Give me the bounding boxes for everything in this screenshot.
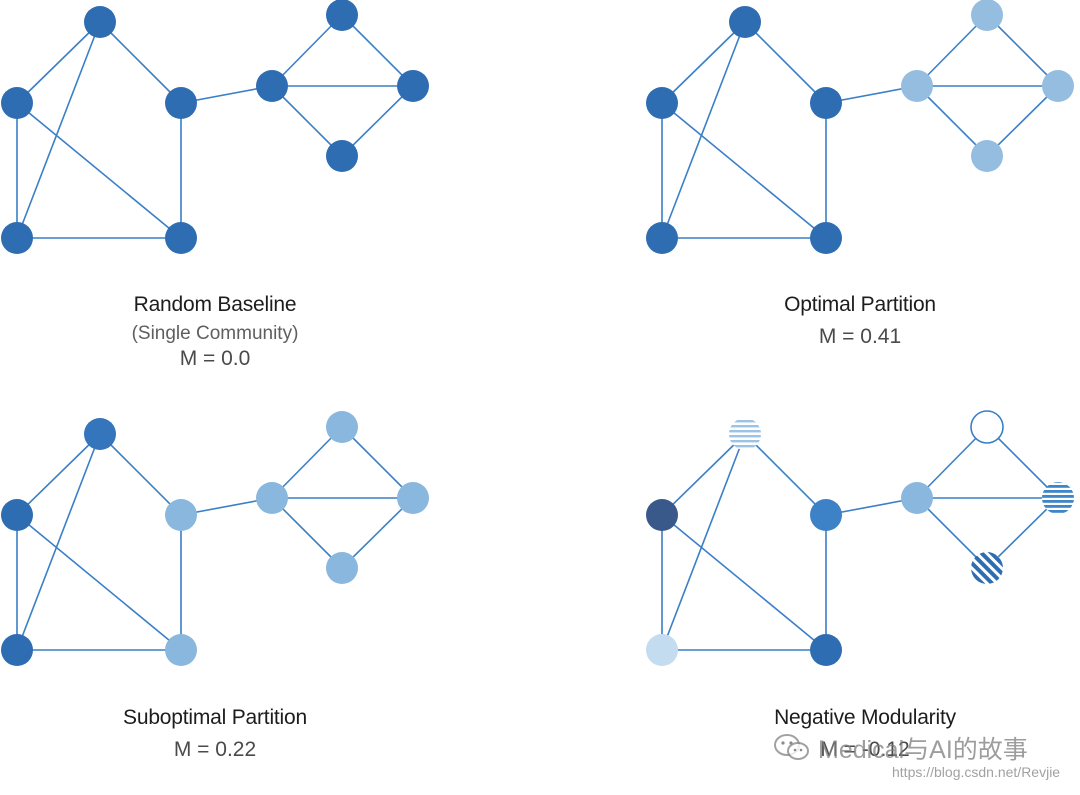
node-hub (901, 482, 933, 514)
network-edge (16, 433, 101, 516)
node-diamond-bottom (326, 140, 358, 172)
node-right-bottom (810, 634, 842, 666)
node-left-top (646, 87, 678, 119)
network-edge (986, 14, 1059, 87)
panel-title: Suboptimal Partition (123, 706, 307, 729)
network-edge (271, 14, 343, 87)
panel-title: Random Baseline (133, 293, 297, 316)
network-edge (661, 433, 746, 516)
network-edge (271, 426, 343, 499)
network-edge (16, 102, 182, 239)
network-edge (271, 497, 343, 569)
network-edge (744, 21, 827, 104)
watermark-url: https://blog.csdn.net/Revjie (892, 764, 1061, 780)
node-diamond-top (326, 411, 358, 443)
network-edge (99, 21, 182, 104)
network-panel-1 (1, 0, 429, 254)
modularity-value: M = -0.12 (820, 738, 910, 761)
network-panel-2 (646, 0, 1074, 254)
network-edge (16, 21, 101, 104)
modularity-value: M = 0.22 (173, 738, 257, 761)
caption-suboptimal-partition: Suboptimal Partition M = 0.22 (35, 706, 395, 762)
node-hub (256, 482, 288, 514)
caption-negative-modularity: Negative Modularity M = -0.12 (685, 706, 1045, 762)
node-hub (256, 70, 288, 102)
network-edge (271, 85, 343, 157)
network-edge (661, 21, 746, 104)
node-diamond-right (1042, 482, 1074, 514)
node-diamond-top (326, 0, 358, 31)
panel-subtitle: (Single Community) (131, 323, 299, 344)
caption-optimal-partition: Optimal Partition M = 0.41 (680, 293, 1040, 349)
modularity-value: M = 0.0 (179, 347, 251, 370)
modularity-value: M = 0.41 (818, 325, 902, 348)
wechat-icon (774, 734, 809, 760)
network-edge (16, 514, 182, 651)
node-right-bottom (165, 222, 197, 254)
network-edge (99, 433, 182, 516)
network-edge (661, 433, 746, 651)
network-edge (661, 21, 746, 239)
node-left-bottom (1, 222, 33, 254)
network-edge (16, 433, 101, 651)
node-diamond-right (397, 482, 429, 514)
node-peak (729, 418, 761, 450)
node-left-top (1, 499, 33, 531)
network-edge (916, 497, 988, 569)
node-right-mid (810, 87, 842, 119)
network-panel-4 (646, 410, 1074, 666)
node-diamond-bottom (971, 552, 1003, 584)
network-edge (744, 433, 827, 516)
node-diamond-bottom (971, 140, 1003, 172)
node-right-mid (810, 499, 842, 531)
node-peak (84, 6, 116, 38)
caption-random-baseline: Random Baseline (Single Community) M = 0… (35, 293, 395, 371)
network-edge (661, 514, 827, 651)
node-left-bottom (646, 222, 678, 254)
node-hub (901, 70, 933, 102)
network-edge (341, 426, 414, 499)
network-edge (661, 102, 827, 239)
panel-title: Negative Modularity (774, 706, 956, 729)
network-edge (986, 85, 1059, 157)
network-edge (916, 14, 988, 87)
node-diamond-top (971, 0, 1003, 31)
node-diamond-top (970, 410, 1004, 444)
node-left-top (1, 87, 33, 119)
network-edge (986, 497, 1059, 569)
node-left-bottom (646, 634, 678, 666)
node-left-bottom (1, 634, 33, 666)
node-right-bottom (165, 634, 197, 666)
node-right-bottom (810, 222, 842, 254)
watermark-text: Medical与AI的故事 (818, 736, 1028, 764)
network-edge (16, 21, 101, 239)
node-peak (84, 418, 116, 450)
node-diamond-right (397, 70, 429, 102)
node-diamond-bottom (326, 552, 358, 584)
network-edge (916, 85, 988, 157)
network-edge (341, 85, 414, 157)
network-panel-3 (1, 411, 429, 666)
node-left-top (646, 499, 678, 531)
node-diamond-right (1042, 70, 1074, 102)
node-peak (729, 6, 761, 38)
node-right-mid (165, 87, 197, 119)
network-edge (341, 14, 414, 87)
panel-title: Optimal Partition (784, 293, 936, 316)
node-right-mid (165, 499, 197, 531)
watermark: Medical与AI的故事 https://blog.csdn.net/Revj… (772, 728, 1072, 780)
network-edge (341, 497, 414, 569)
